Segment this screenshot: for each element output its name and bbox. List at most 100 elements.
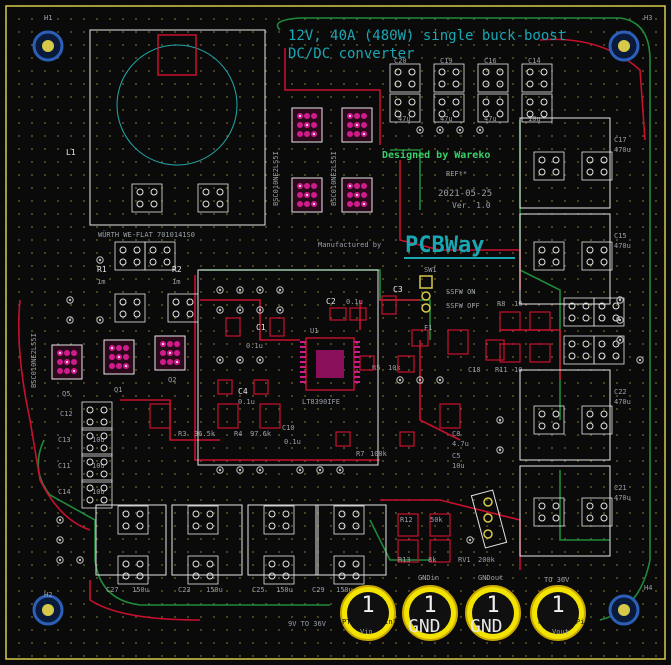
r11-ref: R11 <box>495 366 508 374</box>
top-copper <box>17 38 646 621</box>
hole-label-h3: H3 <box>644 14 652 22</box>
mosfet-label-q-top2: BSC010NE2LS5I <box>330 151 338 206</box>
c13-val: 10u <box>92 462 105 470</box>
c15-ref: C15 <box>614 232 627 240</box>
ssfw-on-label: SSFW ON <box>446 288 476 296</box>
r12-ref: R12 <box>400 516 413 524</box>
c20-val: 47u <box>398 115 411 123</box>
q5-ref: Q5 <box>62 390 70 398</box>
inductor-label: WÜRTH WE-FLAT 7010141S0 <box>98 230 195 239</box>
r5-val: 10k <box>388 364 401 372</box>
c25-ref: C25 <box>252 586 265 594</box>
board-title-line1: 12V, 40A (480W) single buck-boost <box>288 28 566 44</box>
output-bulk-caps <box>519 117 625 557</box>
c18-ref: C18 <box>468 366 481 374</box>
date-label: 2021-05-25 <box>438 189 492 199</box>
vout-sub: PTH-(C21-Pin1) <box>538 618 597 626</box>
lt8390-ic <box>300 337 360 391</box>
c4-val: 0.1u <box>238 398 255 406</box>
u1-part: LT8390IFE <box>302 398 340 406</box>
r12-val: 50k <box>430 516 443 524</box>
r3-ref: R3 <box>178 430 186 438</box>
c14-ref: C14 <box>528 57 541 65</box>
r2-ref: R2 <box>172 265 182 274</box>
terminal-vout-pin: 1 <box>551 593 564 618</box>
sw1-ref: SW1 <box>424 266 437 274</box>
u1-ref: U1 <box>310 327 318 335</box>
hole-label-h1: H1 <box>44 14 52 22</box>
c14b-ref: C14 <box>58 488 71 496</box>
vin-net: Vin <box>360 628 373 636</box>
rv1-trimmer <box>470 489 508 549</box>
terminal-blocks: 1 1 1 1 <box>340 585 586 641</box>
terminal-gnd-in-pin: 1 <box>423 593 436 618</box>
terminal-gnd-in: 1 <box>402 585 458 641</box>
mosfet-label-q-top1: BSC010NE2LS5I <box>272 151 280 206</box>
r11-val: 10 <box>514 366 522 374</box>
c10-val: 0.1u <box>284 438 301 446</box>
r13-ref: R13 <box>398 556 411 564</box>
c5-ref: C5 <box>452 452 460 460</box>
r3-val: 36.5k <box>194 430 216 438</box>
c21-val: 470u <box>614 494 631 502</box>
c14-val: 10u <box>528 115 541 123</box>
mounting-hole-h4 <box>608 594 640 626</box>
board-edge <box>5 5 666 660</box>
q1-ref: Q1 <box>114 386 122 394</box>
mounting-hole-h3 <box>608 30 640 62</box>
c13-ref: C13 <box>58 436 71 444</box>
l1-ref: L1 <box>66 148 76 157</box>
designed-by: Designed by Wareko <box>382 149 490 161</box>
r8-ref: R8 <box>497 300 505 308</box>
c22-val: 470u <box>614 398 631 406</box>
c16-ref: C16 <box>484 57 497 65</box>
c2-ref: C2 <box>326 297 336 306</box>
c10-ref: C10 <box>282 424 295 432</box>
c4-ref: C4 <box>238 387 248 396</box>
terminal-vin: 1 <box>340 585 396 641</box>
vout-net: Vout <box>552 628 569 636</box>
passive-pads <box>149 295 551 563</box>
vin-range-label: 9V TO 36V <box>288 620 327 628</box>
vout-range-label: TO 36V <box>544 576 570 584</box>
c21-ref: C21 <box>614 484 627 492</box>
r8-val: 10 <box>514 300 522 308</box>
controller-outline <box>197 269 379 466</box>
r4-ref: R4 <box>234 430 242 438</box>
c3-val: 0.1u <box>246 342 263 350</box>
c16-val: 47u <box>484 115 497 123</box>
c8-val: 4.7u <box>452 440 469 448</box>
r5-ref: R5 <box>372 364 380 372</box>
c15-val: 470u <box>614 242 631 250</box>
c11-ref: C11 <box>58 462 71 470</box>
ref-label: REF** <box>446 170 467 178</box>
sw1-switch <box>419 275 433 313</box>
vin-sub: PTH-(C10-Pin1) <box>342 618 401 626</box>
c19-ref: C19 <box>440 57 453 65</box>
c27-ref: C27 <box>106 586 119 594</box>
r2-val: 1m <box>172 278 180 286</box>
mosfet-label-q5: BSC010NE2LS5I <box>30 333 38 388</box>
r13-val: 8k <box>428 556 437 564</box>
r7-ref: R7 <box>356 450 364 458</box>
q2-ref: Q2 <box>168 376 176 384</box>
r1-val: 1m <box>97 278 105 286</box>
hole-label-h2: H2 <box>44 591 52 599</box>
r1-ref: R1 <box>97 265 107 274</box>
r4-val: 97.6k <box>250 430 272 438</box>
c19-val: 47u <box>440 115 453 123</box>
c27-val: 150u <box>132 586 149 594</box>
c17-ref: C17 <box>614 136 627 144</box>
c8-ref: C8 <box>452 430 460 438</box>
r7-val: 100k <box>370 450 388 458</box>
mounting-holes <box>32 30 640 626</box>
c25-val: 150u <box>276 586 293 594</box>
manufactured-by: Manufactured by <box>318 241 381 249</box>
c17-val: 470u <box>614 146 631 154</box>
terminal-gnd-out-pin: 1 <box>486 593 499 618</box>
ssfw-off-label: SSFW OFF <box>446 302 480 310</box>
c23-ref: C23 <box>178 586 191 594</box>
board-title-line2: DC/DC converter <box>288 46 414 62</box>
hole-label-h4: H4 <box>644 584 652 592</box>
